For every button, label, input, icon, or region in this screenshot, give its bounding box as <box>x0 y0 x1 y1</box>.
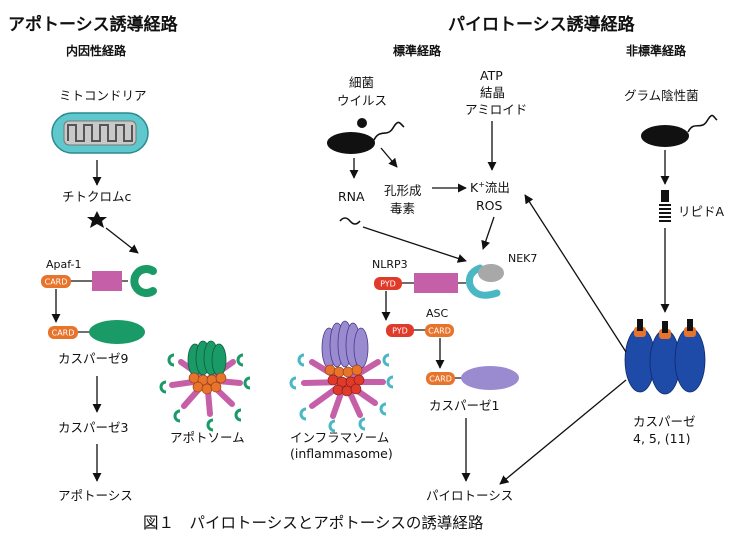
arrow-cytc-to-apaf1 <box>105 227 139 254</box>
intrinsic-pathway-subtitle: 内因性経路 <box>66 43 127 58</box>
arrow-rna-to-nlrp3 <box>362 226 467 263</box>
gram-negative-label: グラム陰性菌 <box>624 88 699 103</box>
nlrp3-label: NLRP3 <box>372 258 408 271</box>
apaf1-protein: CARD <box>41 265 157 297</box>
apoptosome-label: アポトソーム <box>170 430 245 445</box>
amyloid-label: アミロイド <box>465 102 527 117</box>
virus-particle-icon <box>357 118 367 128</box>
lipid-a-icon <box>659 190 671 222</box>
pyroptosis-label: パイロトーシス <box>426 488 513 503</box>
bacterium-canonical-icon <box>327 121 405 154</box>
asc-label: ASC <box>426 307 449 320</box>
caspase-4-5-11-complex <box>624 319 706 395</box>
figure-caption: 図１ パイロトーシスとアポトーシスの誘導経路 <box>143 514 484 532</box>
arrow-caspase-to-pyroptosis <box>499 379 627 485</box>
asc-card-domain: CARD <box>428 327 451 336</box>
asc-pyd-domain: PYD <box>392 327 408 336</box>
pyroptosis-pathway-title: パイロトーシス誘導経路 <box>448 14 636 35</box>
caspase-nc-label: カスパーゼ <box>633 414 696 429</box>
nek7-protein <box>478 264 504 282</box>
arrow-efflux-to-nek7 <box>481 216 495 250</box>
inflammasome-english-label: (inflammasome) <box>290 446 393 461</box>
caspase3-label: カスパーゼ3 <box>58 420 128 435</box>
nlrp3-protein: PYD <box>374 264 501 299</box>
cytochrome-c-label: チトクロムc <box>62 189 132 204</box>
inflammasome-complex <box>289 320 394 433</box>
lipid-a-label: リピドA <box>678 204 725 219</box>
bacteria-label: 細菌 <box>349 75 374 90</box>
pore-toxin-label-line1: 孔形成 <box>384 183 422 198</box>
virus-label: ウイルス <box>337 93 387 108</box>
noncanonical-pathway-subtitle: 非標準経路 <box>626 43 687 58</box>
crystal-label: 結晶 <box>480 85 505 100</box>
caspase1-card-domain: CARD <box>429 375 452 384</box>
atp-label: ATP <box>480 68 503 83</box>
canonical-pathway-subtitle: 標準経路 <box>393 43 442 58</box>
caspase1-protein: CARD <box>426 366 519 390</box>
arrow-caspase-to-efflux <box>524 194 627 353</box>
mitochondria-shape <box>51 112 149 154</box>
bacterium-gram-negative-icon <box>641 114 718 147</box>
nek7-label: NEK7 <box>508 252 537 265</box>
cytochrome-c-star-icon <box>87 211 107 228</box>
caspase-nc-numbers-label: 4, 5, (11) <box>633 431 690 446</box>
k-efflux-label: K+流出 <box>470 180 510 195</box>
apaf1-card-domain: CARD <box>45 278 68 287</box>
inflammasome-label: インフラマソーム <box>290 430 389 445</box>
apoptosis-label: アポトーシス <box>58 488 133 503</box>
rna-strand-icon <box>339 217 361 225</box>
mitochondria-label: ミトコンドリア <box>59 88 147 103</box>
asc-protein: PYD CARD <box>386 324 454 337</box>
caspase9-protein: CARD <box>48 320 145 344</box>
ros-label: ROS <box>476 198 503 213</box>
apoptosome-complex <box>159 340 251 432</box>
arrow-bacteria-to-toxin <box>380 147 398 168</box>
caspase9-card-domain: CARD <box>52 329 75 338</box>
caspase9-label: カスパーゼ9 <box>58 351 129 366</box>
caspase1-label: カスパーゼ1 <box>429 398 499 413</box>
apoptosis-pathway-title: アポトーシス誘導経路 <box>8 14 179 35</box>
nlrp3-pyd-domain: PYD <box>380 280 396 289</box>
apaf1-label: Apaf-1 <box>46 258 82 271</box>
pore-toxin-label-line2: 毒素 <box>390 201 415 216</box>
rna-label: RNA <box>338 189 365 204</box>
